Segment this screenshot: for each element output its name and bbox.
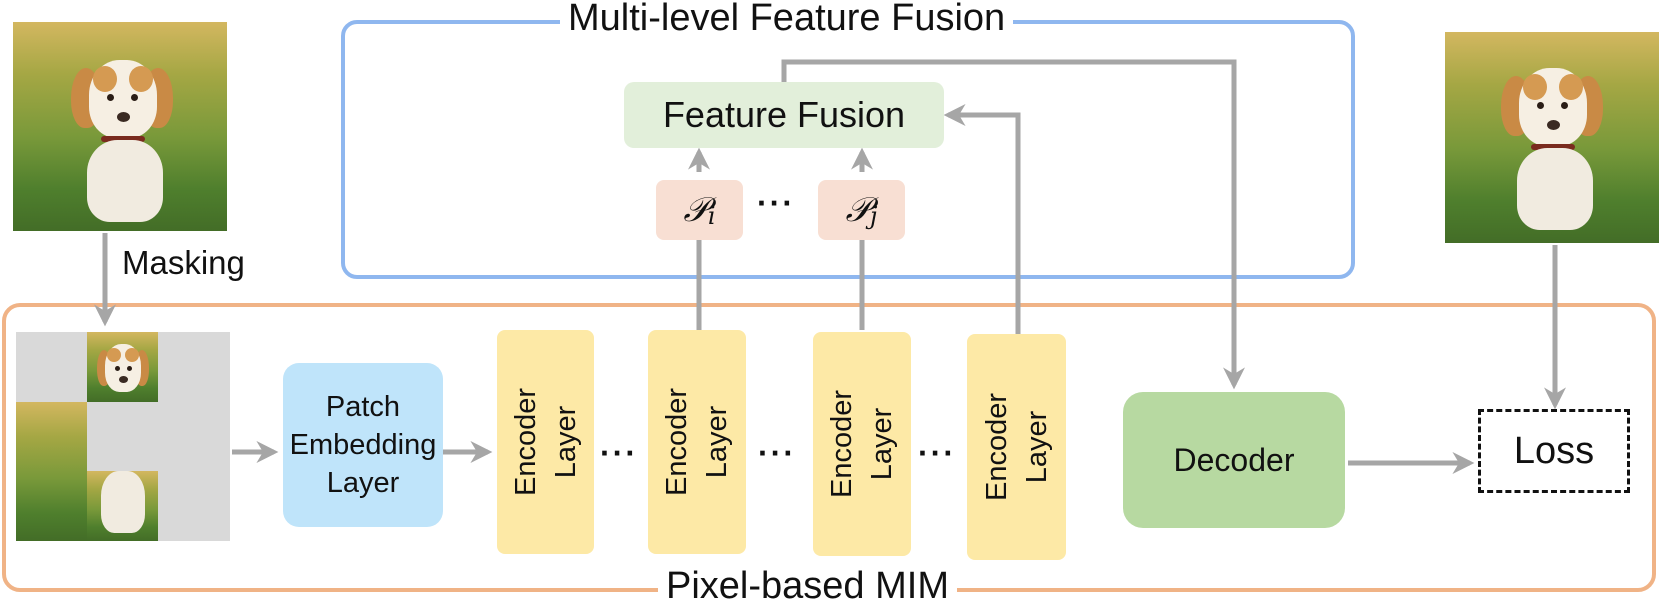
p-j-symbol: 𝒫 <box>845 190 871 230</box>
encoder-3-label-2: Layer <box>866 407 899 481</box>
patch-label-1: Patch <box>325 391 401 423</box>
multilevel-fusion-title: Multi-level Feature Fusion <box>560 0 1014 38</box>
input-image <box>13 22 227 231</box>
p-dots: ··· <box>757 185 795 221</box>
encoder-2-label-1: Encoder <box>661 387 694 497</box>
encoder-2-label-2: Layer <box>701 405 734 479</box>
encoder-dots-2: ··· <box>758 435 796 471</box>
patch-label-2: Embedding <box>289 429 437 461</box>
arrow-fusion-to-decoder <box>781 59 1245 390</box>
p-i-subscript: i <box>707 202 716 230</box>
encoder-4-label-1: Encoder <box>980 392 1013 502</box>
target-dog-figure <box>1501 60 1611 230</box>
p-j-subscript: j <box>870 202 878 230</box>
feature-fusion-box: Feature Fusion <box>624 82 944 148</box>
arrow-encoder4-to-fusion <box>943 104 1021 334</box>
patch-label-3: Layer <box>326 467 400 499</box>
masking-label: Masking <box>122 244 245 281</box>
masked-image <box>16 332 230 541</box>
decoder-box: Decoder <box>1123 392 1345 528</box>
patch-embedding-box: Patch Embedding Layer <box>283 363 443 527</box>
p-i-symbol: 𝒫 <box>683 190 708 230</box>
encoder-dots-3: ··· <box>918 435 956 471</box>
encoder-1-label-2: Layer <box>549 405 582 479</box>
encoder-1-label-1: Encoder <box>509 387 542 497</box>
loss-box: Loss <box>1478 409 1630 493</box>
target-image <box>1445 32 1659 243</box>
encoder-3-label-1: Encoder <box>826 389 859 499</box>
encoder-4-label-2: Layer <box>1020 410 1053 484</box>
pixel-mim-title: Pixel-based MIM <box>658 566 957 606</box>
encoder-dots-1: ··· <box>600 435 638 471</box>
dog-figure <box>71 52 181 222</box>
